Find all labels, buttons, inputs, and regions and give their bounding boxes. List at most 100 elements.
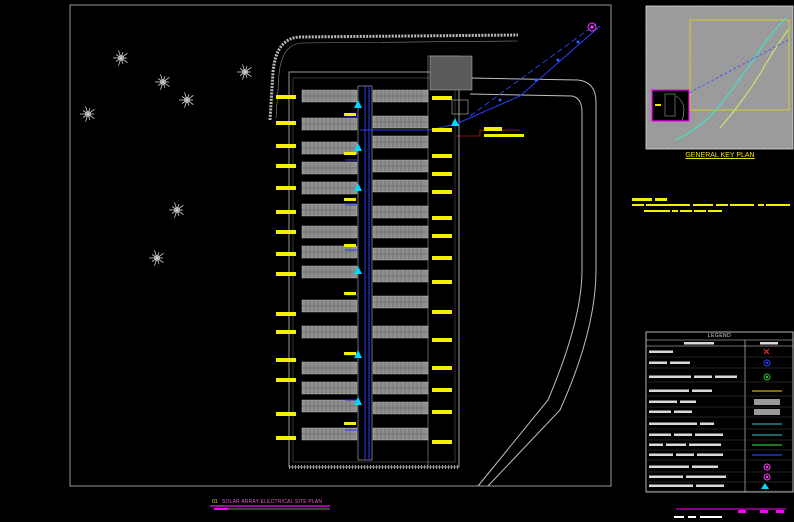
legend-header-row [684,342,778,345]
row-tag-right [432,410,452,414]
legend-row [646,443,793,451]
panel-row-right [372,247,429,261]
row-tag-right [432,366,452,370]
row-tag-left [276,210,296,214]
panel-row-left [301,361,358,375]
inverter-icon [354,183,362,191]
panel-row-left [301,399,358,413]
row-tag-right [432,128,452,132]
legend-title: LEGEND [707,333,732,339]
row-tag-left [276,230,296,234]
key-plan-route [675,39,789,101]
panel-row-right [372,115,429,129]
inverter-icon [451,118,459,126]
legend-row [646,348,793,358]
tree-icon [179,92,194,108]
panel-row-right [372,361,429,375]
panel-row-left [301,203,358,217]
inverter-icon [354,397,362,405]
tree-icon [149,250,164,266]
row-tag-right [432,216,452,220]
row-tag-left [276,95,296,99]
row-tag-left [276,378,296,382]
legend-frame [645,331,794,493]
legend-row [646,473,793,483]
sheet-number: 01 [212,499,218,505]
callout-tag-2 [484,134,524,137]
key-plan-site-mini [664,93,676,117]
panel-row-left [301,325,358,339]
legend-symbol-icon [763,373,771,381]
row-tag-right [432,190,452,194]
legend-row [646,399,793,408]
panel-row-right [372,89,429,103]
panel-row-right [372,225,429,239]
row-tag-left [276,330,296,334]
panel-row-right [372,427,429,441]
row-tag-right [432,234,452,238]
legend-symbol-icon [761,483,769,489]
inverter-group [354,100,459,405]
legend-symbol-icon [754,409,780,415]
legend-row [646,433,793,441]
key-plan-frame [645,5,794,150]
row-tag-left [276,121,296,125]
panel-row-left [301,265,358,279]
row-tag-right [432,440,452,444]
key-plan-zone [689,19,790,111]
combiner-tag [344,152,356,155]
tree-icon [169,202,184,218]
row-tag-right [432,310,452,314]
legend-row [646,422,793,430]
inverter-icon [354,143,362,151]
legend-rows [646,342,793,492]
combiner-tag [344,113,356,116]
row-tag-left [276,312,296,316]
key-plan-site-road [675,95,685,121]
row-tag-right [432,338,452,342]
panel-row-right [372,159,429,173]
combiner-tag [344,292,356,295]
feeder-line [469,23,597,117]
combiner-tag [344,352,356,355]
key-plan-site-tag [655,104,661,106]
panel-row-right [372,381,429,395]
key-plan-hatch [646,6,793,149]
legend-row [646,483,793,492]
poi-marker-inner [590,25,594,29]
legend-row [646,359,793,369]
combiner-tag [344,422,356,425]
feeder-node [556,58,560,62]
feeder-nodes [498,40,580,102]
feeder-node [576,40,580,44]
row-tag-right [432,154,452,158]
tree-icon [237,64,252,80]
legend-row [646,409,793,418]
key-plan-river [675,17,787,141]
legend-symbol-icon [763,348,770,355]
perimeter-fence-inner [275,40,519,119]
panel-row-right [372,205,429,219]
equipment-strip [427,55,460,468]
inverter-icon [354,100,362,108]
panel-row-left [301,181,358,195]
panel-row-left [301,245,358,259]
legend-row [646,453,793,461]
tree-icon [80,106,95,122]
key-plan-caption: GENERAL KEY PLAN [685,152,755,159]
access-road-edge [469,93,583,487]
legend-symbol-icon [763,473,771,481]
inverter-icon [354,266,362,274]
legend-row [646,463,793,473]
panel-row-left [301,117,358,131]
sheet-title: SOLAR ARRAY ELECTRICAL SITE PLAN [222,499,323,505]
panel-row-left [301,141,358,155]
panel-row-right [372,179,429,193]
poi-marker [587,22,597,32]
row-tag-right [432,172,452,176]
row-tag-right [432,388,452,392]
legend-symbol-icon [763,463,771,471]
panel-row-left [301,89,358,103]
array-boundary-inner [292,77,456,463]
perimeter-fence [268,33,519,121]
